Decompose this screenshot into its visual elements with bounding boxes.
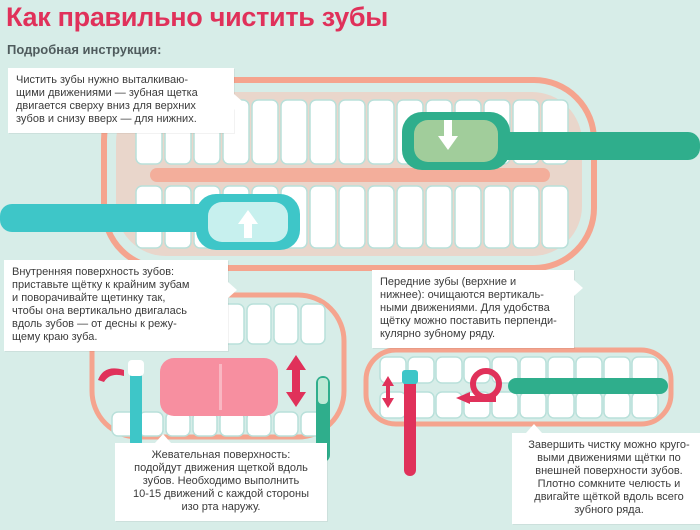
tooth xyxy=(547,391,575,419)
tooth xyxy=(338,99,366,165)
tooth xyxy=(541,185,569,249)
toothbrush-lower-left xyxy=(0,194,300,250)
tooth xyxy=(379,391,407,419)
front-jaw-illustration xyxy=(363,347,674,476)
tooth xyxy=(251,99,279,165)
tooth xyxy=(246,303,272,345)
tooth xyxy=(367,99,395,165)
tooth xyxy=(512,185,540,249)
tooth xyxy=(309,185,337,249)
inner-teeth-bottom-row xyxy=(111,411,326,437)
curved-arrow-icon xyxy=(98,368,124,382)
tooth xyxy=(631,391,659,419)
note-front-teeth: Передние зубы (верхние и нижнее): очищаю… xyxy=(372,270,583,348)
tooth xyxy=(138,411,164,437)
tooth xyxy=(300,303,326,345)
note-outer-surface: Чистить зубы нужно выталкиваю- щими движ… xyxy=(8,68,243,133)
tooth xyxy=(603,391,631,419)
toothbrush-upper-right xyxy=(402,112,700,170)
note-finish: Завершить чистку можно круго- выми движе… xyxy=(512,424,700,524)
arrow-down-icon xyxy=(438,120,458,150)
tooth xyxy=(280,99,308,165)
arrow-updown-icon xyxy=(286,355,306,407)
tooth xyxy=(425,185,453,249)
tooth xyxy=(273,303,299,345)
tooth xyxy=(519,391,547,419)
arrow-up-icon xyxy=(238,210,258,238)
tooth xyxy=(435,391,463,419)
tooth xyxy=(454,185,482,249)
tooth xyxy=(575,391,603,419)
page-title: Как правильно чистить зубы xyxy=(6,2,389,32)
arrow-updown-small-icon xyxy=(382,376,394,408)
tooth xyxy=(338,185,366,249)
tooth xyxy=(491,391,519,419)
tooth xyxy=(483,185,511,249)
tooth xyxy=(396,185,424,249)
front-teeth-bottom-row xyxy=(379,391,659,419)
tooth xyxy=(367,185,395,249)
note-inner-surface: Внутренняя поверхность зубов: приставьте… xyxy=(4,260,237,351)
tooth xyxy=(309,99,337,165)
page-subtitle: Подробная инструкция: xyxy=(7,42,162,57)
note-chewing-surface: Жевательная поверхность: подойдут движен… xyxy=(115,434,327,521)
tooth xyxy=(273,411,299,437)
tooth xyxy=(435,356,463,384)
